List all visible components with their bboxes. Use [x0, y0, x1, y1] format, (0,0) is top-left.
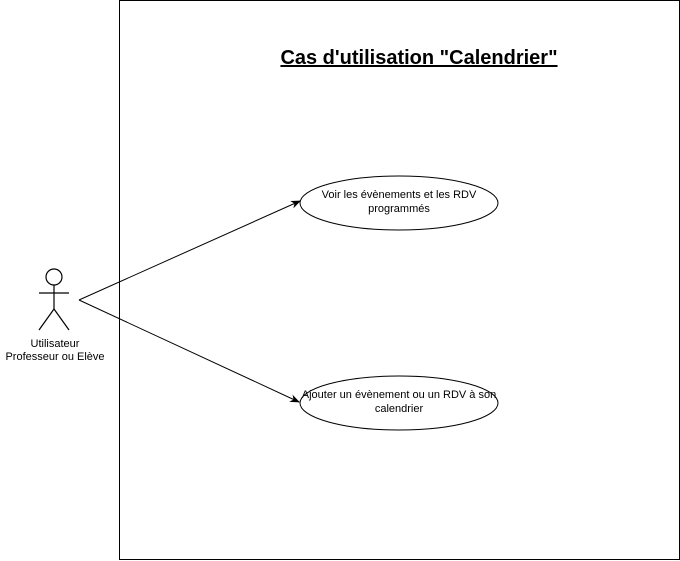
use-case-add-event [299, 375, 499, 431]
use-case-label-view: Voir les évènements et les RDV programmé… [321, 189, 477, 215]
system-boundary [119, 0, 680, 560]
use-case-label-add: Ajouter un évènement ou un RDV à son cal… [301, 389, 497, 415]
actor-icon [38, 268, 70, 331]
actor-head [45, 268, 63, 286]
association-arrow-add [78, 299, 300, 403]
actor-left-leg [38, 308, 55, 331]
actor-label-role: Utilisateur [30, 338, 80, 350]
actor-label-types: Professeur ou Elève [5, 351, 105, 363]
actor-right-leg [53, 308, 70, 331]
association-arrow-view [78, 200, 301, 301]
use-case-view-events [299, 175, 499, 231]
actor-label: Utilisateur Professeur ou Elève [0, 338, 110, 364]
diagram-title: Cas d'utilisation "Calendrier" [280, 47, 557, 69]
